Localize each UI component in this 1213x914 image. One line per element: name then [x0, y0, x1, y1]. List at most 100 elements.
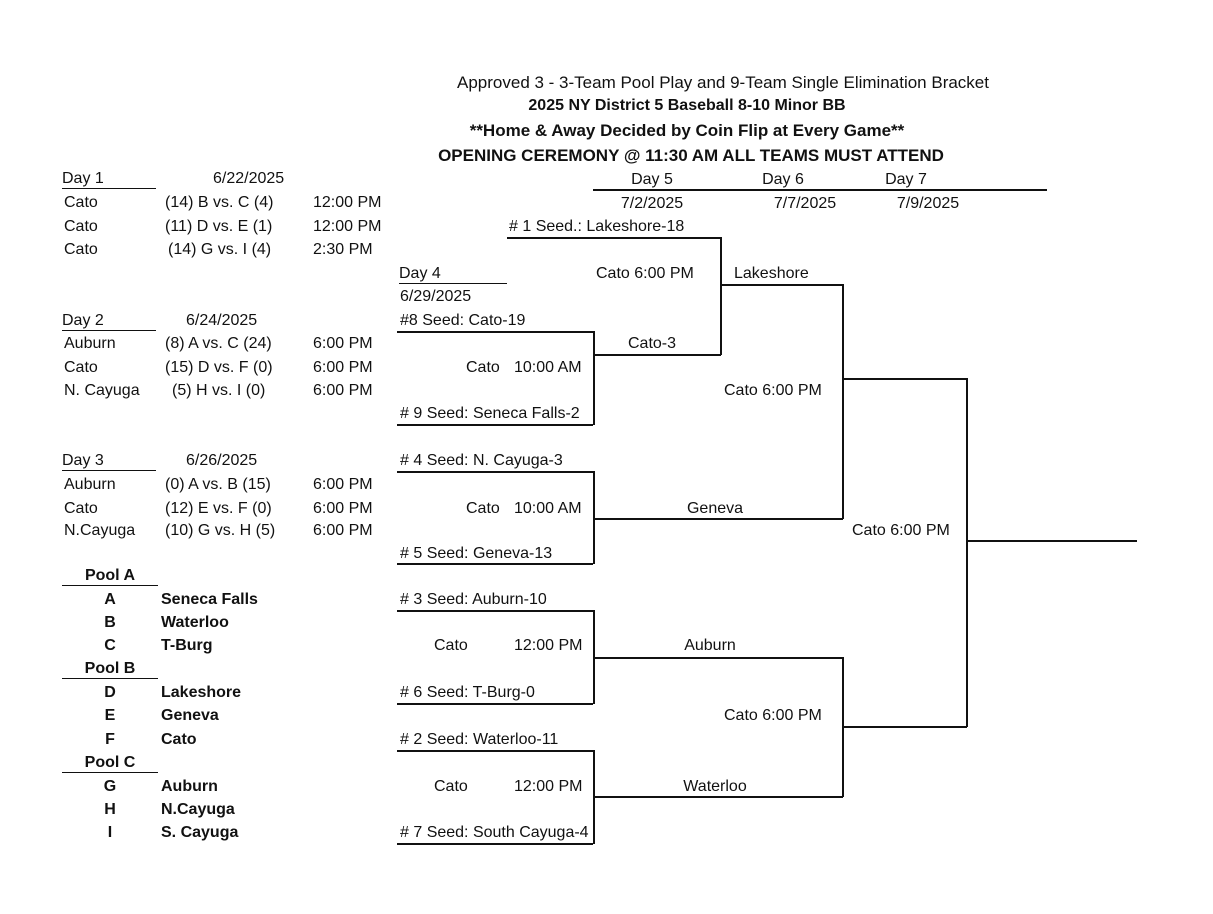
game-site: Cato — [64, 500, 98, 517]
game-site: Cato — [64, 194, 98, 211]
day-label: Day 1 — [62, 170, 156, 189]
semi-top-time: Cato 6:00 PM — [724, 382, 822, 399]
pool-name: Pool C — [62, 754, 158, 773]
game-36-site: Cato — [434, 637, 468, 654]
game-time: 6:00 PM — [313, 382, 373, 399]
day-date: 6/26/2025 — [186, 452, 258, 469]
pool-team: Cato — [161, 731, 197, 748]
seed-1-line — [507, 237, 721, 239]
pool-team: T-Burg — [161, 637, 213, 654]
game-45-site: Cato — [466, 500, 500, 517]
game-36-winner-line — [593, 657, 843, 659]
game-45-winner: Geneva — [686, 500, 744, 517]
game-site: Cato — [64, 218, 98, 235]
pool-letter: H — [104, 801, 116, 818]
pool-team: Waterloo — [161, 614, 229, 631]
day6-date: 7/7/2025 — [773, 195, 837, 212]
pool-team: Lakeshore — [161, 684, 242, 701]
seed-7-line — [397, 843, 593, 845]
pool-name: Pool B — [62, 660, 158, 679]
game-site: Cato — [64, 359, 98, 376]
game-time: 6:00 PM — [313, 359, 373, 376]
pool-letter: A — [104, 591, 116, 608]
day6-label: Day 6 — [762, 171, 804, 188]
semi-bottom-time: Cato 6:00 PM — [724, 707, 822, 724]
seed-5-line — [397, 563, 593, 565]
pool-letter: D — [104, 684, 116, 701]
header-title: Approved 3 - 3-Team Pool Play and 9-Team… — [457, 73, 989, 92]
seed-6: # 6 Seed: T-Burg-0 — [400, 684, 535, 701]
game-27-winner-line — [593, 796, 843, 798]
semi-top-connector — [842, 284, 844, 519]
game-45-winner-line — [593, 518, 843, 520]
game-time: 2:30 PM — [313, 241, 373, 258]
game-time: 6:00 PM — [313, 476, 373, 493]
pool-letter: G — [103, 778, 117, 795]
game-matchup: (10) G vs. H (5) — [165, 522, 276, 539]
game-27-time: 12:00 PM — [514, 778, 583, 795]
day4-label: Day 4 — [399, 265, 507, 284]
game-36-winner: Auburn — [684, 637, 736, 654]
game-time: 6:00 PM — [313, 522, 373, 539]
day-date: 6/22/2025 — [213, 170, 285, 187]
game-89-site: Cato — [466, 359, 500, 376]
seed-5: # 5 Seed: Geneva-13 — [400, 545, 553, 562]
game-36-time: 12:00 PM — [514, 637, 583, 654]
game-89-winner: Cato-3 — [628, 335, 677, 352]
seed-2-line — [397, 750, 593, 752]
seed-3: # 3 Seed: Auburn-10 — [400, 591, 547, 608]
game-site: Auburn — [64, 476, 116, 493]
pool-team: N.Cayuga — [161, 801, 235, 818]
game-27-winner: Waterloo — [683, 778, 747, 795]
day-label: Day 3 — [62, 452, 156, 471]
pool-team: Geneva — [161, 707, 219, 724]
seed-6-line — [397, 703, 593, 705]
game-89-time: 10:00 AM — [514, 359, 582, 376]
pool-letter: E — [104, 707, 116, 724]
game-time: 12:00 PM — [313, 218, 382, 235]
day-label: Day 2 — [62, 312, 156, 331]
semi-top-winner-line — [842, 378, 967, 380]
day7-date: 7/9/2025 — [896, 195, 960, 212]
game-matchup: (8) A vs. C (24) — [165, 335, 272, 352]
pool-name: Pool A — [62, 567, 158, 586]
final-connector — [966, 378, 968, 727]
game-matchup: (14) G vs. I (4) — [168, 241, 272, 258]
seed-3-line — [397, 610, 593, 612]
seed-8-line — [397, 331, 593, 333]
game-45-connector — [593, 471, 595, 564]
game-1-site-time: Cato 6:00 PM — [596, 265, 694, 282]
seed-9-line — [397, 424, 593, 426]
header-subtitle: 2025 NY District 5 Baseball 8-10 Minor B… — [528, 97, 846, 114]
game-time: 6:00 PM — [313, 335, 373, 352]
day5-label: Day 5 — [631, 171, 673, 188]
game-matchup: (11) D vs. E (1) — [165, 218, 273, 235]
game-matchup: (12) E vs. F (0) — [165, 500, 272, 517]
day7-label: Day 7 — [885, 171, 927, 188]
game-matchup: (5) H vs. I (0) — [172, 382, 266, 399]
semi-bottom-winner-line — [842, 726, 967, 728]
game-matchup: (15) D vs. F (0) — [165, 359, 273, 376]
pool-letter: I — [107, 824, 113, 841]
game-45-time: 10:00 AM — [514, 500, 582, 517]
game-site: Cato — [64, 241, 98, 258]
final-time: Cato 6:00 PM — [852, 522, 950, 539]
game-site: N.Cayuga — [64, 522, 136, 539]
champion-line — [966, 540, 1137, 542]
seed-4-line — [397, 471, 593, 473]
game-27-site: Cato — [434, 778, 468, 795]
game-site: N. Cayuga — [64, 382, 140, 399]
day5-date: 7/2/2025 — [620, 195, 684, 212]
seed-9: # 9 Seed: Seneca Falls-2 — [400, 405, 580, 422]
pool-letter: F — [105, 731, 115, 748]
seed-8: #8 Seed: Cato-19 — [400, 312, 526, 329]
pool-team: Seneca Falls — [161, 591, 258, 608]
day4-date: 6/29/2025 — [400, 288, 472, 305]
day-header-line — [593, 189, 1047, 191]
game-site: Auburn — [64, 335, 116, 352]
game-1-winner-line — [720, 284, 843, 286]
game-matchup: (0) A vs. B (15) — [165, 476, 271, 493]
game-time: 12:00 PM — [313, 194, 382, 211]
seed-4: # 4 Seed: N. Cayuga-3 — [400, 452, 563, 469]
pool-team: S. Cayuga — [161, 824, 239, 841]
